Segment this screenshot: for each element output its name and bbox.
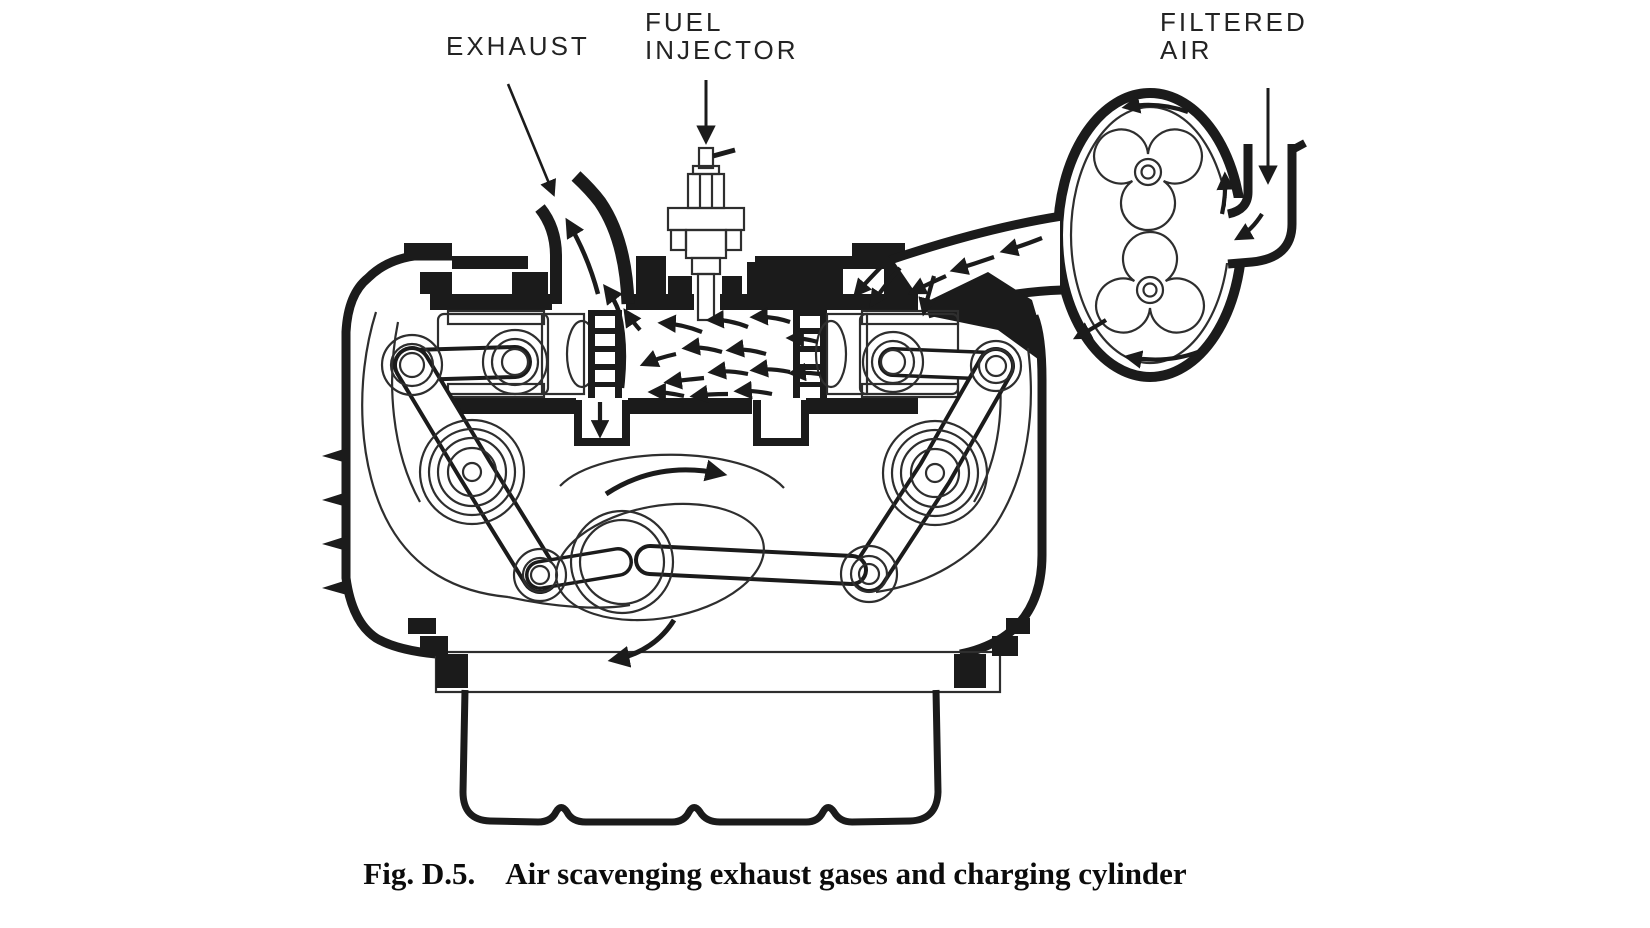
rocker-pivot-right — [881, 419, 989, 527]
fuel-injector-label: FUEL INJECTOR — [645, 8, 799, 64]
air-inlet-pipe — [1226, 139, 1307, 269]
bearings — [380, 328, 1023, 604]
crankcase-interior-lines — [361, 311, 1032, 609]
oil-sump — [459, 689, 942, 826]
flow-arrows — [565, 95, 1264, 668]
inlet-ports — [793, 310, 827, 398]
exhaust-piston — [436, 309, 599, 399]
blower-rotor-bottom — [1095, 230, 1205, 334]
fuel-injector-label-line1: FUEL — [645, 7, 724, 37]
figure-caption: Fig. D.5. Air scavenging exhaust gases an… — [325, 856, 1225, 892]
blower-rotor-top — [1093, 128, 1203, 232]
rocker-pivot-left — [418, 418, 526, 526]
exhaust-stack — [535, 171, 635, 305]
crank-rotation-arrow-top — [604, 459, 728, 497]
filtered-air-label-line2: AIR — [1160, 35, 1213, 65]
cooling-fins — [322, 448, 347, 595]
exhaust-ports — [588, 310, 622, 398]
exhaust-lower-pocket — [574, 400, 630, 446]
figure-title: Air scavenging exhaust gases and chargin… — [505, 856, 1187, 891]
exhaust-label: EXHAUST — [446, 31, 590, 61]
exhaust-port-flow-arrow — [603, 284, 627, 389]
inlet-lower-pocket — [753, 400, 809, 446]
exhaust-leader-line — [506, 83, 556, 197]
crankpin — [578, 518, 666, 606]
label-leaders — [506, 80, 1278, 197]
filtered-air-label-line1: FILTERED — [1160, 7, 1308, 37]
big-end-bearing — [569, 509, 675, 615]
fuel-injector-label-line2: INJECTOR — [645, 35, 799, 65]
filtered-air-label: FILTERED AIR — [1160, 8, 1308, 64]
block-bottom-steps — [408, 618, 1030, 688]
figure-number: Fig. D.5. — [363, 856, 476, 891]
block-corner-mass — [926, 272, 1042, 362]
exhaust-stack-flow-arrow — [565, 217, 601, 295]
crank-rotation-arrow-bottom — [607, 618, 677, 668]
cylinder-walls — [430, 294, 918, 414]
